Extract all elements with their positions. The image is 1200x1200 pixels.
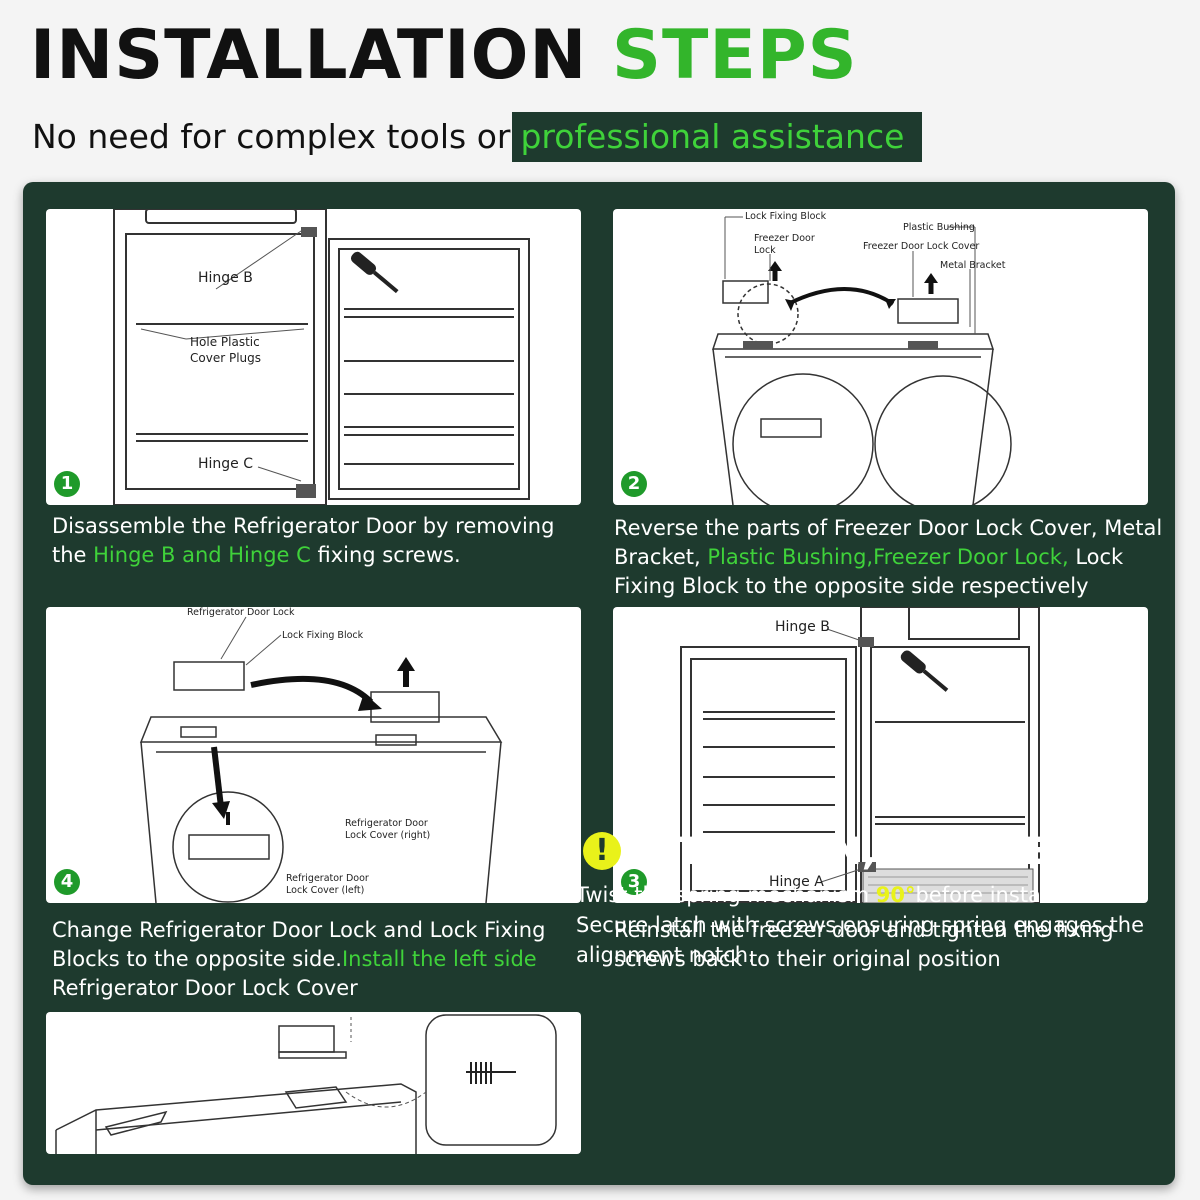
label-freezer-door-lock: Freezer Door xyxy=(754,233,815,244)
exclamation-icon: ! xyxy=(583,831,621,870)
label-cover-left-2: Lock Cover (left) xyxy=(286,885,365,896)
step-2-badge: 2 xyxy=(621,471,647,497)
spring-latch-diagram xyxy=(55,1014,557,1154)
label-hinge-b: Hinge B xyxy=(198,270,253,286)
label-cover-right: Refrigerator Door xyxy=(345,818,428,829)
label-freezer-door-lock-cover: Freezer Door Lock Cover xyxy=(863,241,980,252)
attention-title: !ATTENTION, PLEASE! xyxy=(583,830,1062,874)
step-3-badge: 3 xyxy=(621,869,647,895)
label-hole-plugs-2: Cover Plugs xyxy=(190,351,261,365)
title-main: INSTALLATION xyxy=(30,16,588,95)
label-hinge-b: Hinge B xyxy=(775,619,830,635)
step-4-illustration: Refrigerator Door Lock Lock Fixing Block… xyxy=(46,607,581,903)
label-cover-right-2: Lock Cover (right) xyxy=(345,830,431,841)
label-lock-fixing-block: Lock Fixing Block xyxy=(282,630,364,641)
step-4-badge: 4 xyxy=(54,869,80,895)
subtitle-plain: No need for complex tools or xyxy=(32,117,511,156)
step-4-caption: Change Refrigerator Door Lock and Lock F… xyxy=(52,918,546,1000)
freezer-lock-diagram xyxy=(711,216,1012,505)
label-hole-plugs: Hole Plastic xyxy=(190,335,260,349)
label-plastic-bushing: Plastic Bushing xyxy=(903,222,975,233)
attention-title-text: ATTENTION, PLEASE! xyxy=(627,830,1063,873)
fridge-open-diagram xyxy=(113,209,530,505)
step-2-illustration: Lock Fixing Block Freezer Door Lock Plas… xyxy=(613,209,1148,505)
step-1-illustration: Hinge B Hole Plastic Cover Plugs Hinge C… xyxy=(46,209,581,505)
label-cover-left: Refrigerator Door xyxy=(286,873,369,884)
label-metal-bracket: Metal Bracket xyxy=(940,260,1006,271)
step-1-badge: 1 xyxy=(54,471,80,497)
freezer-reinstall-diagram xyxy=(680,607,1040,903)
label-hinge-c: Hinge C xyxy=(198,456,254,472)
label-freezer-door-lock-2: Lock xyxy=(754,245,776,256)
label-refrigerator-door-lock: Refrigerator Door Lock xyxy=(187,607,295,618)
refrigerator-lock-diagram xyxy=(139,616,503,903)
step-1-caption: Disassemble the Refrigerator Door by rem… xyxy=(52,514,555,567)
spring-illustration xyxy=(46,1012,581,1154)
step-2-caption: Reverse the parts of Freezer Door Lock C… xyxy=(614,516,1163,598)
title-accent: STEPS xyxy=(612,16,858,95)
page-title: INSTALLATION STEPS xyxy=(30,22,858,90)
attention-text: Twist the spring mechanism 90°before ins… xyxy=(576,883,1145,967)
step-3-illustration: Hinge B Hinge A 3 xyxy=(613,607,1148,903)
subtitle-highlight: professional assistance xyxy=(512,112,923,162)
step-3-caption: Reinstall the freezer door and tighten t… xyxy=(614,918,1114,971)
label-hinge-a: Hinge A xyxy=(769,874,824,890)
label-lock-fixing-block: Lock Fixing Block xyxy=(745,211,827,222)
